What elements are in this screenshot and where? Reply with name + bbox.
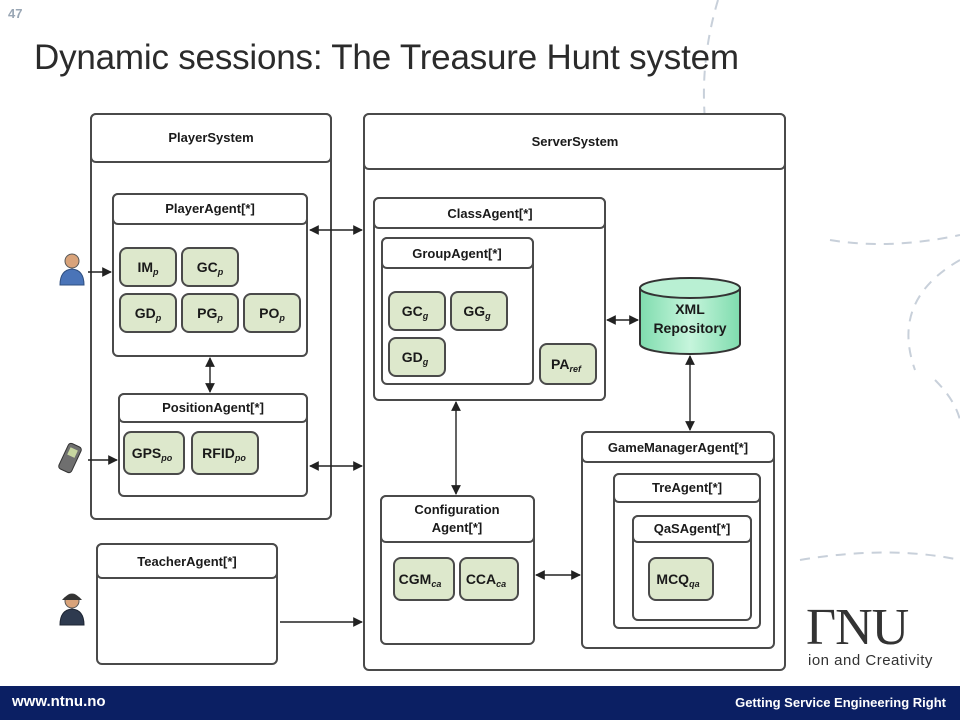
- chip-im-p: IMp: [119, 247, 177, 287]
- logo-tagline: ion and Creativity: [808, 652, 933, 669]
- chip-po-p: POp: [243, 293, 301, 333]
- mobile-phone-icon: [58, 442, 82, 474]
- svg-text:XML: XML: [675, 301, 705, 317]
- chip-cca-ca: CCAca: [459, 557, 519, 601]
- chip-gg-g: GGg: [450, 291, 508, 331]
- player-agent-title: PlayerAgent[*]: [165, 201, 255, 216]
- configuration-agent: Configuration Agent[*] CGMca CCAca: [380, 495, 535, 645]
- connectors: [88, 225, 695, 627]
- chip-mcq-qa: MCQqa: [648, 557, 714, 601]
- svg-text:GPSpo: GPSpo: [132, 445, 173, 463]
- player-system-title: PlayerSystem: [168, 130, 253, 145]
- teacher-user-icon: [59, 593, 85, 626]
- teacher-agent-title: TeacherAgent[*]: [137, 554, 236, 569]
- chip-gps-po: GPSpo: [123, 431, 185, 475]
- svg-text:PGp: PGp: [197, 305, 223, 323]
- chip-gd-g: GDg: [388, 337, 446, 377]
- slide-number: 47: [8, 6, 23, 21]
- footer-tagline: Getting Service Engineering Right: [735, 695, 946, 710]
- svg-text:CGMca: CGMca: [399, 571, 442, 589]
- svg-text:Repository: Repository: [653, 320, 726, 336]
- svg-text:GDg: GDg: [402, 349, 429, 367]
- chip-gd-p: GDp: [119, 293, 177, 333]
- svg-text:IMp: IMp: [137, 259, 159, 277]
- group-agent: GroupAgent[*] GCg GGg GDg: [381, 237, 534, 385]
- class-agent-title: ClassAgent[*]: [447, 206, 532, 221]
- svg-text:GameManagerAgent[*]: GameManagerAgent[*]: [608, 440, 748, 455]
- svg-text:CCAca: CCAca: [466, 571, 506, 589]
- svg-text:TreAgent[*]: TreAgent[*]: [652, 480, 722, 495]
- svg-text:POp: POp: [259, 305, 285, 323]
- svg-text:Agent[*]: Agent[*]: [432, 520, 483, 535]
- chip-gc-g: GCg: [388, 291, 446, 331]
- player-user-icon: [59, 253, 85, 286]
- server-system-title: ServerSystem: [532, 134, 619, 149]
- svg-text:Configuration: Configuration: [414, 502, 499, 517]
- svg-text:RFIDpo: RFIDpo: [202, 445, 246, 463]
- chip-gc-p: GCp: [181, 247, 239, 287]
- player-agent: PlayerAgent[*] IMp GCp GDp PGp POp: [112, 193, 308, 357]
- teacher-agent: TeacherAgent[*]: [96, 543, 278, 665]
- chip-rfid-po: RFIDpo: [191, 431, 259, 475]
- chip-pa-ref: PAref: [539, 343, 597, 385]
- qas-agent: QaSAgent[*] MCQqa: [632, 515, 752, 621]
- group-agent-title: GroupAgent[*]: [412, 246, 502, 261]
- xml-repository: XML Repository: [639, 277, 741, 355]
- footer-bar: [0, 686, 960, 720]
- svg-text:PAref: PAref: [551, 356, 582, 374]
- chip-cgm-ca: CGMca: [393, 557, 455, 601]
- ntnu-logo: ΓNU: [806, 599, 909, 656]
- svg-text:GGg: GGg: [463, 303, 491, 321]
- svg-text:GCg: GCg: [402, 303, 429, 321]
- chip-pg-p: PGp: [181, 293, 239, 333]
- position-agent: PositionAgent[*] GPSpo RFIDpo: [118, 393, 308, 497]
- svg-text:GCp: GCp: [197, 259, 224, 277]
- footer-url[interactable]: www.ntnu.no: [12, 693, 106, 710]
- svg-text:QaSAgent[*]: QaSAgent[*]: [654, 521, 731, 536]
- svg-text:MCQqa: MCQqa: [656, 571, 699, 589]
- position-agent-title: PositionAgent[*]: [162, 400, 264, 415]
- slide-title: Dynamic sessions: The Treasure Hunt syst…: [34, 38, 739, 77]
- svg-text:GDp: GDp: [135, 305, 162, 323]
